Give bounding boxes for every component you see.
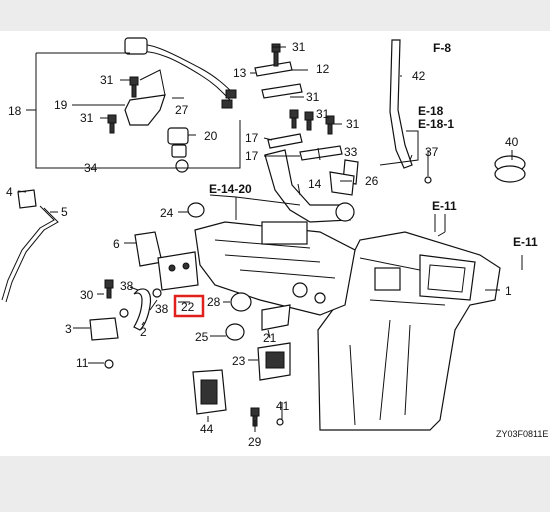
part-label-17[interactable]: 17 xyxy=(245,149,259,163)
part-label-21[interactable]: 21 xyxy=(263,331,277,345)
part-label-29[interactable]: 29 xyxy=(248,435,262,449)
ref-f8[interactable]: F-8 xyxy=(433,41,451,55)
part-label-31[interactable]: 31 xyxy=(306,90,320,104)
part-label-13[interactable]: 13 xyxy=(233,66,247,80)
part-label-4[interactable]: 4 xyxy=(6,185,13,199)
part-label-42[interactable]: 42 xyxy=(412,69,426,83)
ref-e11-a[interactable]: E-11 xyxy=(432,199,457,213)
part-label-31[interactable]: 31 xyxy=(80,111,94,125)
ref-e11-b[interactable]: E-11 xyxy=(513,235,538,249)
part-label-31[interactable]: 31 xyxy=(292,40,306,54)
part-label-1[interactable]: 1 xyxy=(505,284,512,298)
part-drawings xyxy=(1,37,526,431)
part-label-28[interactable]: 28 xyxy=(207,295,221,309)
part-label-5[interactable]: 5 xyxy=(61,205,68,219)
part-label-31[interactable]: 31 xyxy=(316,107,330,121)
part-label-31[interactable]: 31 xyxy=(346,117,360,131)
part-label-41[interactable]: 41 xyxy=(276,399,290,413)
part-label-14[interactable]: 14 xyxy=(308,177,322,191)
part-label-44[interactable]: 44 xyxy=(200,422,214,436)
part-label-3[interactable]: 3 xyxy=(65,322,72,336)
part-label-38[interactable]: 38 xyxy=(155,302,169,316)
part-label-24[interactable]: 24 xyxy=(160,206,174,220)
highlighted-part-box xyxy=(173,294,205,318)
diagram-code: ZY03F0811E xyxy=(496,429,548,439)
leader-lines xyxy=(17,46,523,432)
part-label-33[interactable]: 33 xyxy=(344,145,358,159)
part-label-26[interactable]: 26 xyxy=(365,174,379,188)
part-label-11[interactable]: 11 xyxy=(76,356,89,370)
part-label-18[interactable]: 18 xyxy=(8,104,22,118)
ref-e18[interactable]: E-18 xyxy=(418,104,444,118)
part-label-31[interactable]: 31 xyxy=(100,73,114,87)
part-label-2[interactable]: 2 xyxy=(140,325,147,339)
part-label-34[interactable]: 34 xyxy=(84,161,98,175)
part-label-20[interactable]: 20 xyxy=(204,129,218,143)
part-label-17[interactable]: 17 xyxy=(245,131,259,145)
part-label-12[interactable]: 12 xyxy=(316,62,330,76)
part-label-22-highlighted[interactable]: 22 xyxy=(181,300,195,314)
part-label-23[interactable]: 23 xyxy=(232,354,246,368)
part-label-27[interactable]: 27 xyxy=(175,103,189,117)
ref-e14-20[interactable]: E-14-20 xyxy=(209,182,252,196)
part-label-25[interactable]: 25 xyxy=(195,330,209,344)
part-label-40[interactable]: 40 xyxy=(505,135,519,149)
part-label-19[interactable]: 19 xyxy=(54,98,68,112)
part-label-37[interactable]: 37 xyxy=(425,145,439,159)
part-label-6[interactable]: 6 xyxy=(113,237,120,251)
part-label-30[interactable]: 30 xyxy=(80,288,94,302)
ref-e18-1[interactable]: E-18-1 xyxy=(418,117,454,131)
part-label-38[interactable]: 38 xyxy=(120,279,134,293)
